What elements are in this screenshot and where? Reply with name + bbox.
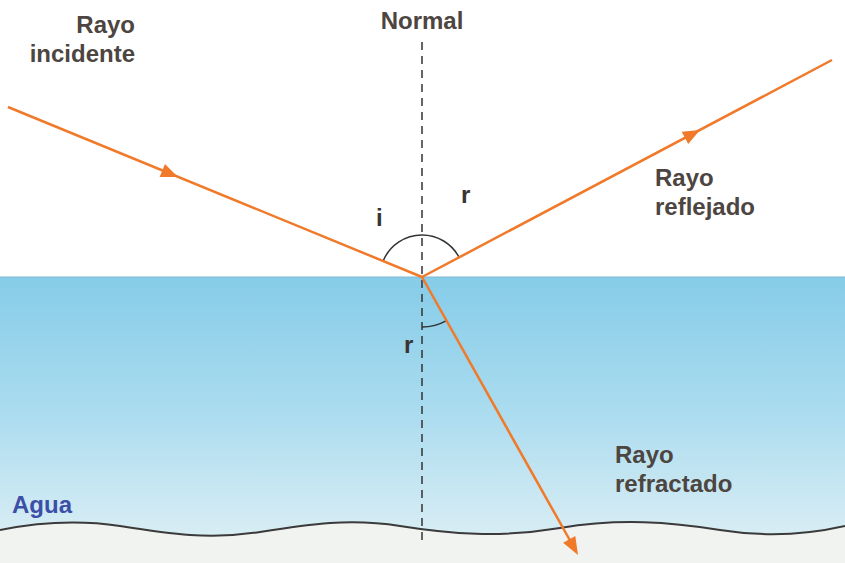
angle-label: r (461, 180, 470, 209)
arrowhead (160, 164, 181, 183)
normal-label: Normal (381, 6, 464, 35)
angle-label: i (376, 203, 383, 232)
arrowhead (682, 124, 704, 144)
angle-arc (383, 235, 422, 261)
ray-label: Rayo reflejado (655, 163, 755, 221)
normal-line (421, 42, 423, 545)
reflected-ray (422, 60, 832, 277)
sea-floor (0, 522, 845, 563)
medium-label: Agua (12, 490, 72, 519)
angle-label: r (404, 330, 413, 359)
ray-label: Rayo incidente (30, 10, 135, 68)
ray-label: Rayo refractado (615, 440, 732, 498)
refracted-ray (422, 277, 572, 544)
incident-ray (8, 107, 422, 277)
arrowhead (563, 536, 584, 559)
angle-arc (422, 321, 447, 327)
angle-arc (422, 235, 459, 257)
